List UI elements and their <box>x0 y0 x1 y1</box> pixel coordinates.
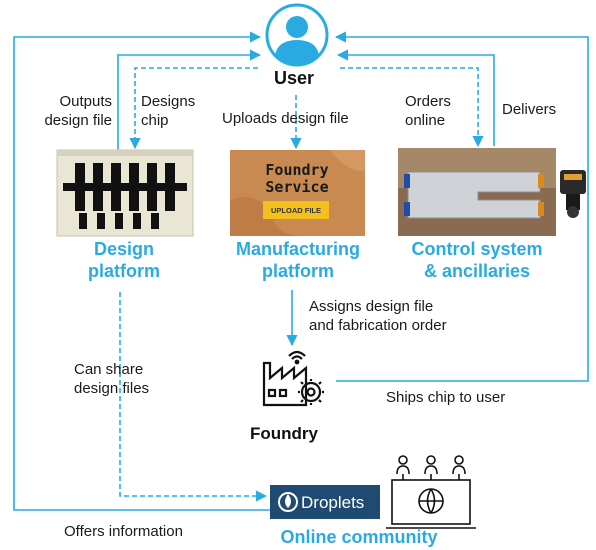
camera-icon <box>560 170 586 218</box>
foundry-label: Foundry <box>250 424 318 443</box>
offers-information-label: Offers information <box>64 523 183 540</box>
manufacturing-platform-image: Foundry Service UPLOAD FILE <box>230 150 365 236</box>
control-system-image <box>398 148 556 236</box>
upload-file-button <box>263 201 329 219</box>
online-community-label: Online community <box>280 527 438 547</box>
user-icon <box>265 3 329 67</box>
connectors <box>13 31 589 511</box>
orders-online-label: Orders online <box>405 93 451 129</box>
control-system-label: Control system & ancillaries <box>411 239 543 281</box>
designs-chip-arrow <box>129 67 258 150</box>
can-share-arrow <box>119 292 268 502</box>
outputs-design-file-arrow <box>117 49 262 150</box>
foundry-service-line2: Service <box>265 178 328 196</box>
outputs-design-file-label: Outputs design file <box>44 93 112 129</box>
ships-chip-arrow <box>334 31 589 382</box>
uploads-design-file-label: Uploads design file <box>222 110 349 127</box>
designs-chip-label: Designs chip <box>141 93 196 129</box>
delivers-label: Delivers <box>502 101 557 118</box>
orders-online-arrow <box>340 67 484 148</box>
manufacturing-platform-label: Manufacturing platform <box>236 239 360 281</box>
foundry-service-line1: Foundry <box>265 161 328 179</box>
online-community-icon <box>386 455 476 529</box>
delivers-arrow <box>336 49 495 146</box>
offers-information-arrow <box>13 31 270 511</box>
ships-chip-label: Ships chip to user <box>386 389 506 406</box>
design-platform-image <box>56 149 194 237</box>
user-label: User <box>274 68 315 88</box>
foundry-icon <box>262 350 324 407</box>
droplets-logo-text: Droplets <box>301 493 364 512</box>
can-share-label: Can share design files <box>74 361 150 397</box>
droplets-logo: Droplets <box>270 485 380 519</box>
design-platform-label: Design platform <box>88 239 160 281</box>
assigns-label: Assigns design file and fabrication orde… <box>309 298 447 334</box>
upload-file-label: UPLOAD FILE <box>271 206 321 215</box>
